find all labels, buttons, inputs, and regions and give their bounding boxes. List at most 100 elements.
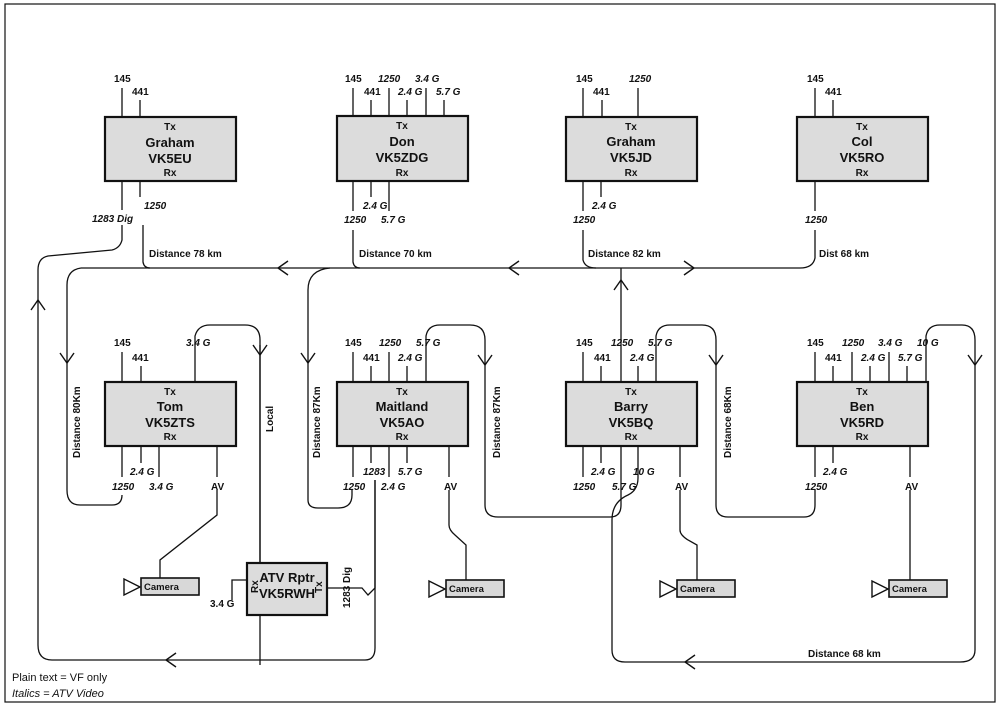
link-label: Distance 87Km [492, 386, 503, 458]
station-name: Barry [614, 399, 649, 414]
station-vk5jd: 145 441 1250 Tx Graham VK5JD Rx 1250 2.4… [564, 74, 699, 226]
camera-maitland: Camera [428, 490, 505, 599]
rx-tag: Rx [164, 168, 177, 179]
station-callsign: VK5JD [610, 150, 652, 165]
link-label: Distance 87Km [312, 386, 323, 458]
tx-label: 145 [114, 74, 131, 85]
station-name: Ben [850, 399, 875, 414]
tx-label: 145 [576, 338, 593, 349]
rx-label: 2.4 G [362, 201, 388, 212]
rx-label: 5.7 G [612, 482, 637, 493]
station-name: Graham [606, 134, 655, 149]
tx-label: 145 [114, 338, 131, 349]
tx-label: 5.7 G [436, 87, 461, 98]
tx-label: 441 [594, 353, 611, 364]
rx-label: 2.4 G [822, 467, 848, 478]
rx-label: 2.4 G [590, 467, 616, 478]
tx-label: 441 [593, 87, 610, 98]
tx-label: 5.7 G [648, 338, 673, 349]
tx-label: 2.4 G [397, 87, 423, 98]
station-box [103, 380, 238, 448]
link-label: Distance 68Km [723, 386, 734, 458]
station-callsign: VK5RO [840, 150, 885, 165]
station-vk5ro: 145 441 Tx Col VK5RO Rx 1250 [795, 74, 930, 226]
station-box [103, 115, 238, 183]
tx-label: 441 [825, 87, 842, 98]
station-name: Col [852, 134, 873, 149]
camera-body [445, 579, 505, 598]
rx-label: 5.7 G [398, 467, 423, 478]
legend: Plain text = VF only Italics = ATV Video [12, 672, 108, 700]
diagram-frame [4, 3, 996, 703]
tx-label: 145 [807, 74, 824, 85]
arrow-left-icon [683, 654, 696, 670]
station-vk5zts: 145 441 3.4 G Tx Tom VK5ZTS Rx 1250 2.4 … [103, 338, 238, 493]
tx-label: 145 [345, 74, 362, 85]
tx-label: 1250 [611, 338, 634, 349]
tx-label: 5.7 G [416, 338, 441, 349]
rx-label: 2.4 G [129, 467, 155, 478]
station-callsign: VK5AO [380, 415, 425, 430]
tx-label: 3.4 G [878, 338, 903, 349]
link-bus [59, 225, 816, 509]
rx-label: AV [905, 482, 918, 493]
rx-tag: Rx [396, 432, 409, 443]
camera-tom: Camera [123, 490, 218, 597]
station-vk5eu: 145 441 Tx Graham VK5EU Rx 1283 Dig 1250 [92, 74, 238, 225]
station-callsign: VK5ZDG [376, 150, 429, 165]
camera-label: Camera [680, 584, 716, 595]
arrow-left-icon [507, 260, 520, 276]
station-name: Graham [145, 135, 194, 150]
legend-plain: Plain text = VF only [12, 672, 108, 684]
rx-tag: Rx [856, 432, 869, 443]
repeater-box [245, 561, 329, 617]
link-label: Local [265, 406, 276, 432]
tx-label: 10 G [917, 338, 939, 349]
arrow-left-icon [164, 652, 177, 668]
tx-label: 145 [576, 74, 593, 85]
tx-tag: Tx [625, 387, 637, 398]
camera-icon [659, 579, 678, 599]
arrow-down-icon [967, 354, 983, 367]
tx-tag: Tx [396, 387, 408, 398]
rx-label: AV [211, 482, 224, 493]
repeater-rx-tag: Rx [250, 580, 261, 593]
rx-label: 1250 [344, 215, 367, 226]
station-callsign: VK5RD [840, 415, 884, 430]
rx-label: AV [444, 482, 457, 493]
station-name: Don [389, 134, 414, 149]
tx-label: 2.4 G [629, 353, 655, 364]
rx-label: 10 G [633, 467, 655, 478]
rx-label: 1250 [144, 201, 167, 212]
tx-label: 441 [132, 353, 149, 364]
rx-label: 1250 [805, 482, 828, 493]
station-name: Tom [157, 399, 183, 414]
tx-tag: Tx [164, 387, 176, 398]
station-box [564, 380, 699, 448]
camera-body [888, 579, 948, 598]
station-vk5ao: 145 441 1250 2.4 G 5.7 G Tx Maitland VK5… [335, 338, 470, 493]
camera-body [676, 579, 736, 598]
rx-label: AV [675, 482, 688, 493]
link-label: Distance 80Km [72, 386, 83, 458]
station-box [335, 380, 470, 448]
station-vk5rd: 145 441 1250 2.4 G 3.4 G 5.7 G 10 G Tx B… [795, 338, 939, 493]
station-box [795, 115, 930, 183]
link-1283-dig [30, 225, 376, 668]
tx-label: 5.7 G [898, 353, 923, 364]
arrow-down-icon [300, 352, 316, 365]
arrow-right-icon [683, 260, 696, 276]
tx-label: 1250 [629, 74, 652, 85]
station-vk5zdg: 145 441 1250 2.4 G 3.4 G 5.7 G Tx Don VK… [335, 74, 470, 226]
tx-tag: Tx [856, 387, 868, 398]
rx-label: 1250 [573, 482, 596, 493]
tx-label: 441 [363, 353, 380, 364]
rx-tag: Rx [396, 168, 409, 179]
tx-label: 441 [825, 353, 842, 364]
arrow-left-icon [276, 260, 289, 276]
link-label: Dist 68 km [819, 249, 869, 260]
rx-label: 1283 Dig [92, 214, 133, 225]
arrow-up-icon [30, 298, 46, 311]
rx-label: 5.7 G [381, 215, 406, 226]
tx-label: 441 [132, 87, 149, 98]
